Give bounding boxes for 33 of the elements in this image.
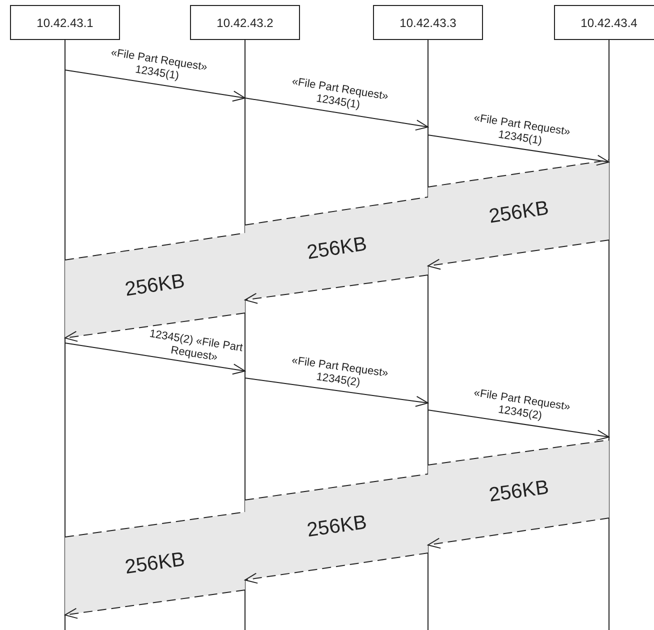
message-arrow [244, 98, 428, 131]
data-transfer-band [65, 512, 245, 615]
data-size-label: 256KB [305, 511, 368, 542]
ip-address: 10.42.43.1 [36, 16, 94, 30]
message-arrow [244, 378, 428, 407]
message-arrow [428, 134, 610, 166]
message-label: «File Part Request» 12345(2) [290, 354, 390, 391]
message-label: «File Part Request» 12345(1) [472, 111, 572, 149]
message-arrow [64, 342, 246, 375]
dashed-arrow [64, 312, 246, 342]
dashed-arrow [244, 274, 428, 304]
dashed-arrow [244, 552, 428, 584]
data-size-label: 256KB [487, 197, 550, 230]
ip-address: 10.42.43.2 [216, 16, 274, 30]
data-transfer-band [428, 440, 609, 545]
data-transfer-band [245, 197, 428, 300]
message-label: 12345(2) «File Part Request» [147, 327, 244, 366]
data-transfer-band [245, 474, 428, 580]
ip-address: 10.42.43.3 [400, 16, 456, 30]
message-label: «File Part Request» 12345(2) [472, 386, 572, 424]
data-size-label: 256KB [124, 548, 186, 580]
message-arrow [428, 410, 610, 441]
ip-address: 10.42.43.4 [580, 16, 638, 30]
data-size-label: 256KB [487, 476, 550, 508]
message-label: «File Part Request» 12345(1) [290, 75, 390, 113]
data-size-label: 256KB [124, 270, 186, 302]
message-arrow [64, 70, 246, 102]
data-transfer-band [428, 160, 609, 266]
dashed-arrow [64, 590, 246, 619]
message-label: «File Part Request» 12345(1) [108, 46, 209, 84]
dashed-arrow [428, 518, 610, 549]
data-size-label: 256KB [305, 233, 368, 266]
dashed-arrow [428, 240, 610, 270]
